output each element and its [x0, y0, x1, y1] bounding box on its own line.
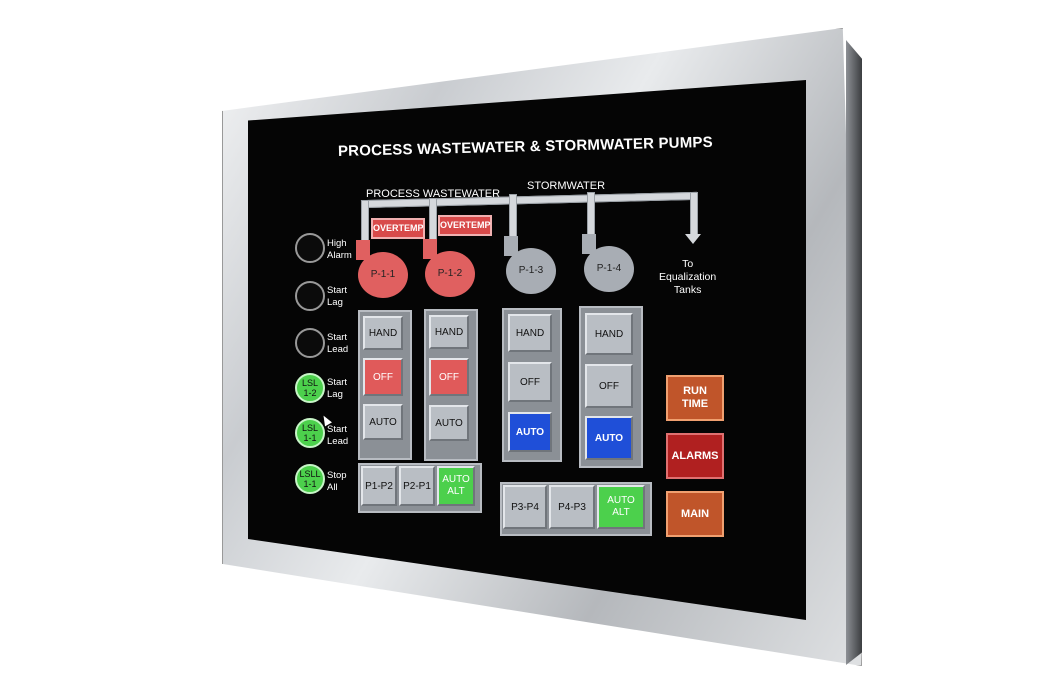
hand-button-p-1-1[interactable]: HAND	[363, 316, 403, 350]
hand-button-p-1-3[interactable]: HAND	[508, 314, 552, 352]
lamp-start-lag-1	[295, 281, 325, 311]
lamp-label: Start Lead	[327, 424, 349, 447]
lamp-label: Stop All	[327, 470, 347, 493]
off-button-p-1-4[interactable]: OFF	[585, 364, 633, 408]
run-time-button[interactable]: RUN TIME	[666, 375, 724, 421]
destination-label: To Equalization Tanks	[659, 258, 717, 296]
auto-button-p-1-4[interactable]: AUTO	[585, 416, 633, 460]
off-button-p-1-1[interactable]: OFF	[363, 358, 403, 396]
pump-p-1-3[interactable]: P-1-3	[504, 236, 556, 294]
flow-arrow-icon	[685, 234, 701, 244]
section-stormwater: STORMWATER	[527, 180, 606, 192]
panel-side-edge	[846, 40, 862, 665]
lamp-label: Start Lag	[327, 285, 348, 308]
hand-button-p-1-2[interactable]: HAND	[429, 315, 469, 349]
auto-button-p-1-2[interactable]: AUTO	[429, 405, 469, 441]
lamp-label: Start Lead	[327, 332, 349, 355]
overtemp-p-1-1: OVERTEMP	[371, 218, 425, 239]
overtemp-p-1-2: OVERTEMP	[438, 215, 492, 236]
main-button[interactable]: MAIN	[666, 491, 724, 537]
auto-button-p-1-3[interactable]: AUTO	[508, 412, 552, 452]
auto-alt-button-right[interactable]: AUTO ALT	[597, 485, 645, 529]
lamp-lsl-1-2: LSL 1-2	[295, 373, 325, 403]
pump-p-1-1[interactable]: P-1-1	[356, 240, 408, 298]
pipe-outlet	[690, 192, 698, 238]
off-button-p-1-2[interactable]: OFF	[429, 358, 469, 396]
lamp-lsll-1-1: LSLL 1-1	[295, 464, 325, 494]
lamp-lsl-1-1: LSL 1-1	[295, 418, 325, 448]
lamp-start-lead-1	[295, 328, 325, 358]
alt-p1-p2-button[interactable]: P1-P2	[361, 466, 397, 506]
off-button-p-1-3[interactable]: OFF	[508, 362, 552, 402]
pump-p-1-2[interactable]: P-1-2	[423, 239, 475, 297]
auto-alt-button-left[interactable]: AUTO ALT	[437, 466, 475, 506]
alarms-button[interactable]: ALARMS	[666, 433, 724, 479]
pump-p-1-4[interactable]: P-1-4	[582, 234, 634, 292]
lamp-label: Start Lag	[327, 377, 348, 400]
alt-p2-p1-button[interactable]: P2-P1	[399, 466, 435, 506]
auto-button-p-1-1[interactable]: AUTO	[363, 404, 403, 440]
lamp-high-alarm	[295, 233, 325, 263]
lamp-label: High Alarm	[327, 238, 352, 261]
alt-p3-p4-button[interactable]: P3-P4	[503, 485, 547, 529]
alt-p4-p3-button[interactable]: P4-P3	[549, 485, 595, 529]
hand-button-p-1-4[interactable]: HAND	[585, 313, 633, 355]
